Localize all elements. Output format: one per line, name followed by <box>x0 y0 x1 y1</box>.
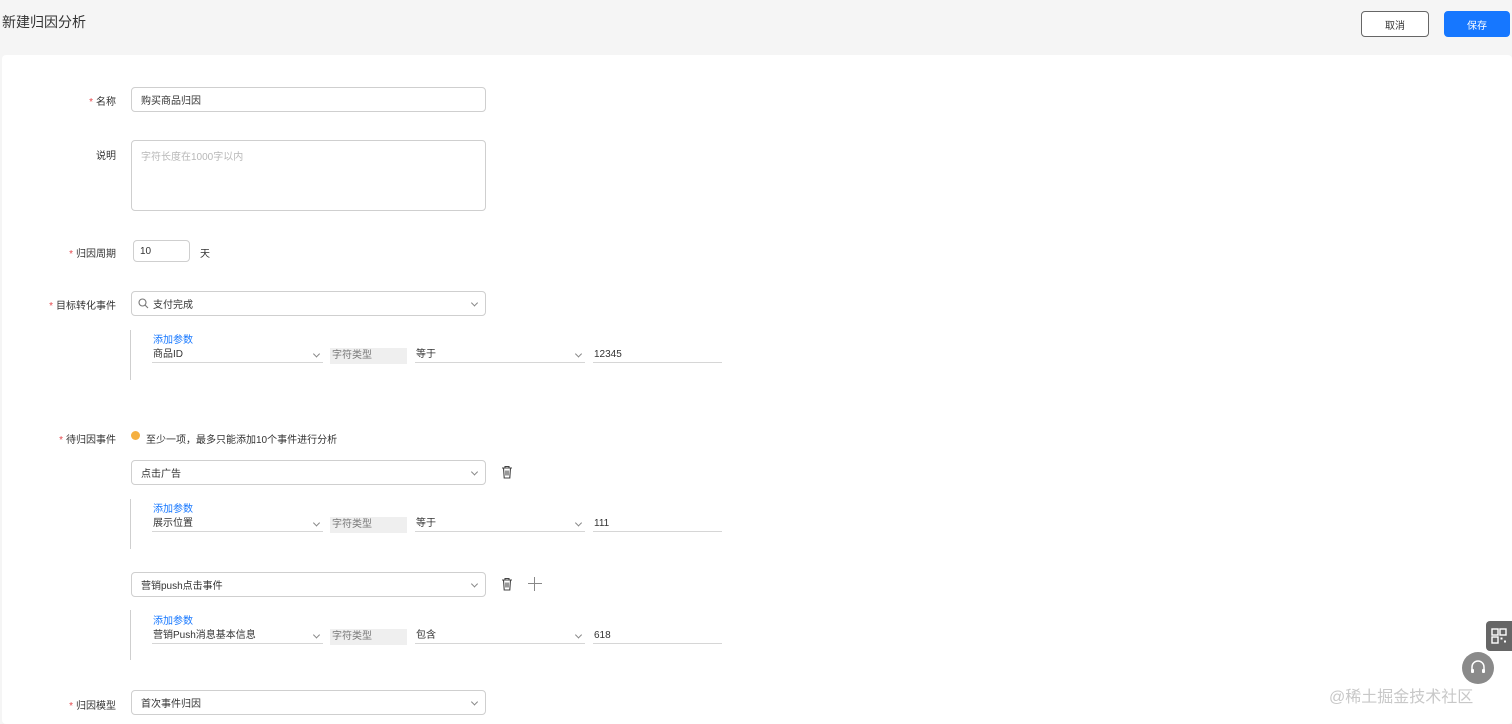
event2-param-value-input[interactable]: 618 <box>593 628 722 644</box>
event2-param-type: 字符类型 <box>330 629 407 645</box>
pending-events-hint: 至少一项，最多只能添加10个事件进行分析 <box>146 435 338 446</box>
event2-param-field: 营销Push消息基本信息 <box>153 630 256 641</box>
chevron-down-icon <box>470 467 479 476</box>
chevron-down-icon <box>312 630 321 639</box>
chevron-down-icon <box>470 697 479 706</box>
pending-event-value: 点击广告 <box>141 469 181 480</box>
event1-param-branch-line <box>130 499 131 549</box>
target-param-field-select[interactable]: 商品ID <box>152 347 323 363</box>
add-icon[interactable] <box>528 577 542 591</box>
event1-add-param-link[interactable]: 添加参数 <box>153 504 193 515</box>
event2-param-operator: 包含 <box>416 630 436 641</box>
pending-event-value: 营销push点击事件 <box>141 581 223 592</box>
qr-code-button[interactable] <box>1486 621 1512 651</box>
period-label: *归因周期 <box>69 249 116 260</box>
page-header: 新建归因分析 取消 保存 <box>0 0 1512 48</box>
target-param-operator: 等于 <box>416 349 436 360</box>
period-label-text: 归因周期 <box>76 249 116 260</box>
chevron-down-icon <box>574 349 583 358</box>
customer-service-button[interactable] <box>1462 652 1494 684</box>
target-event-select[interactable]: 支付完成 <box>131 291 486 316</box>
event2-param-operator-select[interactable]: 包含 <box>415 628 585 644</box>
event1-param-type: 字符类型 <box>330 517 407 533</box>
qr-code-icon <box>1491 628 1507 644</box>
save-button[interactable]: 保存 <box>1444 11 1510 37</box>
target-param-field: 商品ID <box>153 349 183 360</box>
cancel-button[interactable]: 取消 <box>1361 11 1429 37</box>
period-unit: 天 <box>200 249 210 260</box>
pending-events-label-text: 待归因事件 <box>66 435 116 446</box>
warning-icon <box>131 431 140 440</box>
chevron-down-icon <box>312 518 321 527</box>
description-textarea[interactable]: 字符长度在1000字以内 <box>131 140 486 211</box>
delete-icon[interactable] <box>501 465 513 479</box>
event1-param-value-input[interactable]: 111 <box>593 516 722 532</box>
pending-events-label: *待归因事件 <box>59 435 116 446</box>
chevron-down-icon <box>312 349 321 358</box>
event2-param-field-select[interactable]: 营销Push消息基本信息 <box>152 628 323 644</box>
delete-icon[interactable] <box>501 577 513 591</box>
chevron-down-icon <box>574 518 583 527</box>
period-value: 10 <box>140 245 152 257</box>
chevron-down-icon <box>470 298 479 307</box>
name-input-value: 购买商品归因 <box>141 96 201 107</box>
name-label-text: 名称 <box>96 97 116 108</box>
target-param-branch-line <box>130 330 131 380</box>
target-param-type: 字符类型 <box>330 348 407 364</box>
period-input[interactable]: 10 <box>133 240 190 262</box>
name-input[interactable]: 购买商品归因 <box>131 87 486 112</box>
name-label: *名称 <box>89 97 116 108</box>
target-event-value: 支付完成 <box>153 300 193 311</box>
pending-event-select[interactable]: 营销push点击事件 <box>131 572 486 597</box>
model-label-text: 归因模型 <box>76 701 116 712</box>
chevron-down-icon <box>470 579 479 588</box>
event1-param-field-select[interactable]: 展示位置 <box>152 516 323 532</box>
model-label: *归因模型 <box>69 701 116 712</box>
search-icon <box>138 298 149 309</box>
target-add-param-link[interactable]: 添加参数 <box>153 335 193 346</box>
target-param-operator-select[interactable]: 等于 <box>415 347 585 363</box>
target-param-value: 12345 <box>594 349 622 360</box>
description-label: 说明 <box>96 151 116 162</box>
event2-param-branch-line <box>130 610 131 660</box>
model-select[interactable]: 首次事件归因 <box>131 690 486 715</box>
event1-param-operator: 等于 <box>416 518 436 529</box>
pending-event-select[interactable]: 点击广告 <box>131 460 486 485</box>
target-event-label: *目标转化事件 <box>49 301 116 312</box>
target-event-label-text: 目标转化事件 <box>56 301 116 312</box>
event2-add-param-link[interactable]: 添加参数 <box>153 616 193 627</box>
chevron-down-icon <box>574 630 583 639</box>
event1-param-field: 展示位置 <box>153 518 193 529</box>
page-title: 新建归因分析 <box>2 14 86 30</box>
description-placeholder: 字符长度在1000字以内 <box>141 152 244 163</box>
watermark: @稀土掘金技术社区 <box>1329 689 1474 706</box>
target-param-value-input[interactable]: 12345 <box>593 347 722 363</box>
event2-param-value: 618 <box>594 630 611 641</box>
model-value: 首次事件归因 <box>141 699 201 710</box>
event1-param-value: 111 <box>594 518 610 529</box>
event1-param-operator-select[interactable]: 等于 <box>415 516 585 532</box>
headset-icon <box>1471 660 1485 673</box>
